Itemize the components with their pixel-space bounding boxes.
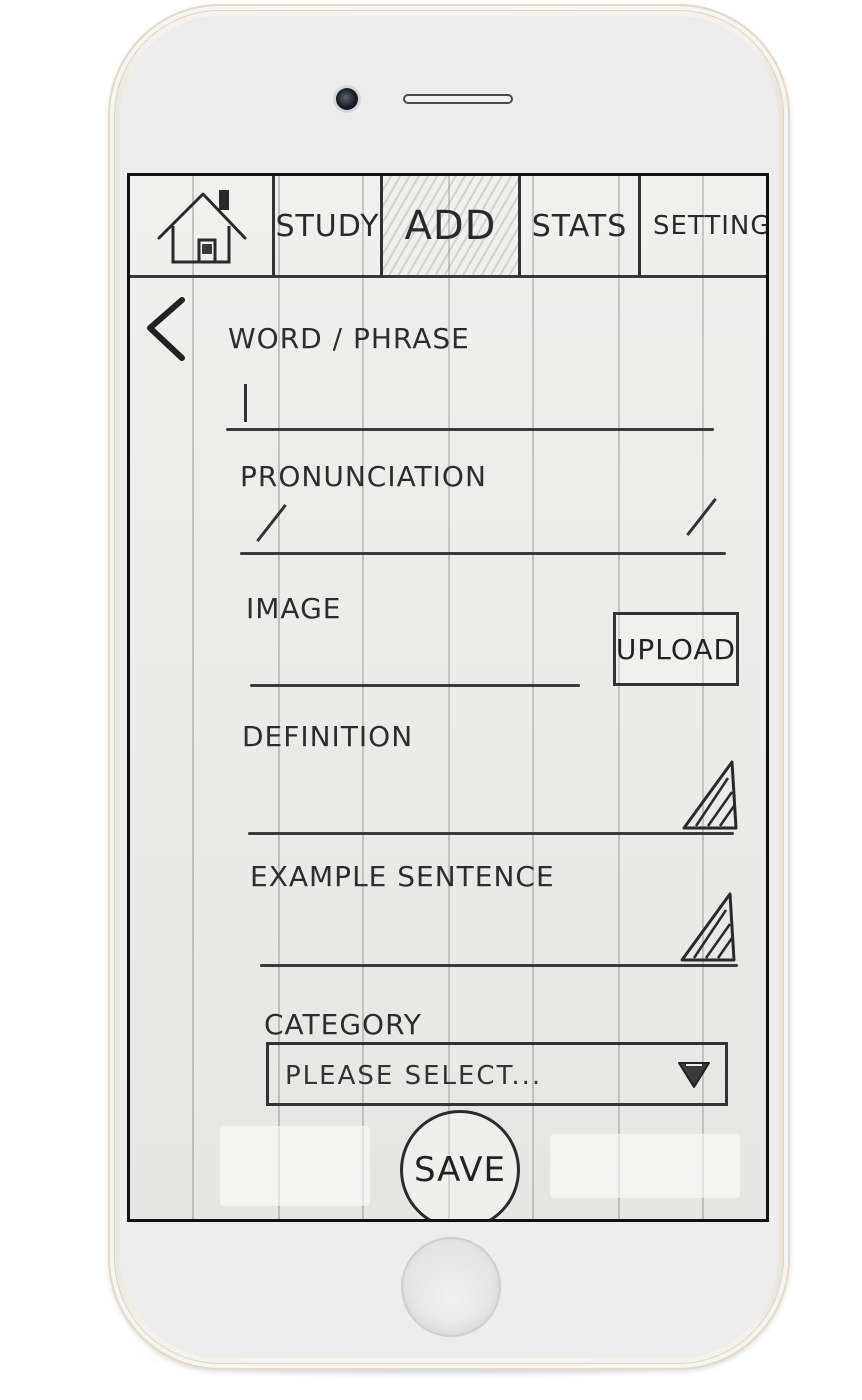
definition-input[interactable] [248, 832, 734, 835]
tape-right [550, 1134, 740, 1198]
category-label: CATEGORY [264, 1008, 422, 1041]
resize-grip-icon[interactable] [676, 756, 740, 832]
category-placeholder: PLEASE SELECT... [285, 1061, 543, 1091]
tab-stats[interactable]: STATS [518, 176, 638, 276]
example-sentence-label: EXAMPLE SENTENCE [250, 860, 555, 893]
top-nav-bar: STUDY ADD STATS SETTINGS [130, 176, 766, 278]
pronunciation-label: PRONUNCIATION [240, 460, 487, 493]
category-select[interactable]: PLEASE SELECT... [266, 1042, 728, 1106]
word-phrase-input[interactable] [226, 428, 714, 431]
tape-left [220, 1126, 370, 1206]
image-label: IMAGE [246, 592, 342, 625]
save-button[interactable]: SAVE [400, 1110, 520, 1219]
tab-study[interactable]: STUDY [272, 176, 380, 276]
word-phrase-cursor [244, 384, 247, 422]
upload-button[interactable]: UPLOAD [613, 612, 739, 686]
device-home-button[interactable] [401, 1237, 501, 1337]
app-screen: STUDY ADD STATS SETTINGS WORD / PHRASE P… [127, 173, 769, 1222]
definition-label: DEFINITION [242, 720, 414, 753]
dropdown-arrow-icon [678, 1062, 710, 1088]
nav-home-button[interactable] [130, 176, 272, 276]
pronunciation-open-slash [256, 503, 287, 543]
tab-add-label: ADD [404, 203, 497, 249]
word-phrase-label: WORD / PHRASE [228, 322, 470, 355]
tab-study-label: STUDY [275, 208, 380, 244]
front-camera [336, 88, 358, 110]
image-input[interactable] [250, 684, 580, 687]
earpiece-speaker [403, 94, 513, 104]
tab-stats-label: STATS [531, 208, 628, 244]
pronunciation-input[interactable] [240, 552, 726, 555]
tab-settings[interactable]: SETTINGS [638, 176, 766, 276]
example-sentence-input[interactable] [260, 964, 738, 967]
house-icon [157, 190, 247, 264]
resize-grip-icon[interactable] [674, 888, 738, 964]
tab-settings-label: SETTINGS [653, 211, 766, 241]
tab-add[interactable]: ADD [380, 176, 518, 276]
pronunciation-close-slash [686, 497, 717, 537]
chevron-left-icon[interactable] [142, 294, 192, 364]
